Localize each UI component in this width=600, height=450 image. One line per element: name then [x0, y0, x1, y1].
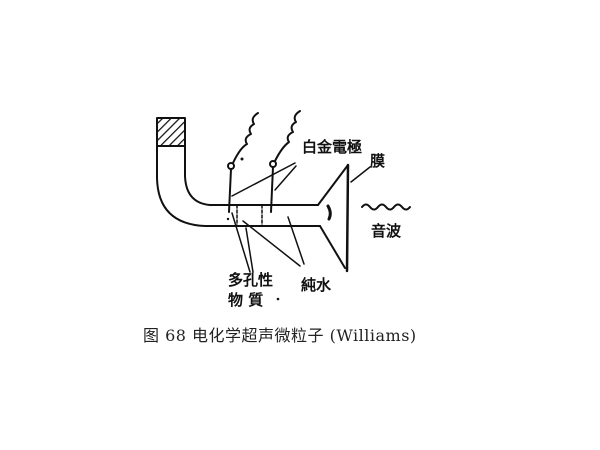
label-membrane: 膜	[370, 152, 386, 170]
hatched-plug	[156, 117, 186, 147]
horn-lower	[319, 225, 346, 269]
leader-membrane	[350, 166, 371, 183]
speck-4	[230, 274, 232, 276]
label-sound-wave: 音波	[371, 222, 402, 240]
porous-material-box	[236, 204, 263, 227]
electrode-2-wire	[274, 110, 301, 162]
leader-electrode-b	[274, 165, 297, 191]
leader-porous-b	[245, 227, 254, 273]
leader-water-a	[242, 220, 301, 267]
electrode-1-rod	[228, 168, 232, 213]
horn-mark	[326, 204, 332, 221]
label-porous-line2: 物 質	[228, 291, 264, 309]
figure-caption: 图 68 电化学超声微粒子 (Williams)	[143, 326, 417, 345]
label-porous-line1: 多孔性	[228, 271, 274, 289]
electrode-1-wire	[232, 112, 259, 164]
leader-porous-a	[231, 212, 251, 273]
horn-upper	[317, 164, 349, 206]
membrane-line	[345, 163, 350, 273]
tube-outer-wall	[156, 145, 321, 227]
tube-inner-wall	[184, 145, 319, 206]
leader-electrode-a	[231, 162, 296, 197]
leader-water-b	[287, 216, 305, 265]
speck-2	[226, 217, 230, 221]
speck-3	[276, 297, 280, 301]
sound-wave-icon	[361, 203, 411, 211]
speck-1	[240, 157, 244, 161]
label-pure-water: 純水	[301, 276, 332, 294]
label-electrode: 白金電極	[302, 138, 363, 156]
